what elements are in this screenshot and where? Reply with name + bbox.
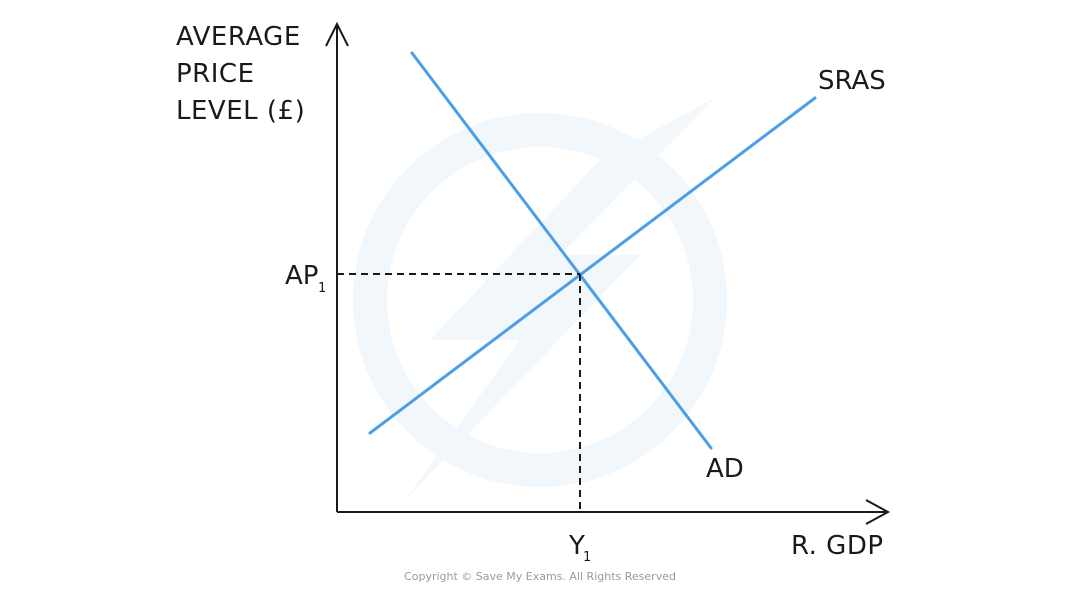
equilibrium-price-label: AP xyxy=(285,261,318,291)
ad-label: AD xyxy=(706,454,744,484)
equilibrium-price-subscript: 1 xyxy=(318,281,326,296)
copyright-notice: Copyright © Save My Exams. All Rights Re… xyxy=(404,570,676,583)
sras-label: SRAS xyxy=(818,66,886,96)
equilibrium-output-subscript: 1 xyxy=(583,550,591,565)
equilibrium-output-label: Y xyxy=(568,531,585,561)
x-axis-title: R. GDP xyxy=(791,531,884,561)
ad-curve xyxy=(410,51,713,450)
x-axis-arrowhead xyxy=(865,499,891,525)
y-axis-title-line-1: AVERAGE xyxy=(176,22,301,52)
y-axis-title-line-3: LEVEL (£) xyxy=(176,96,305,126)
y-axis-title-line-2: PRICE xyxy=(176,59,255,89)
sras-curve xyxy=(368,96,817,435)
axes xyxy=(325,21,891,525)
watermark-logo xyxy=(353,98,727,500)
y-axis-arrowhead xyxy=(325,21,349,47)
